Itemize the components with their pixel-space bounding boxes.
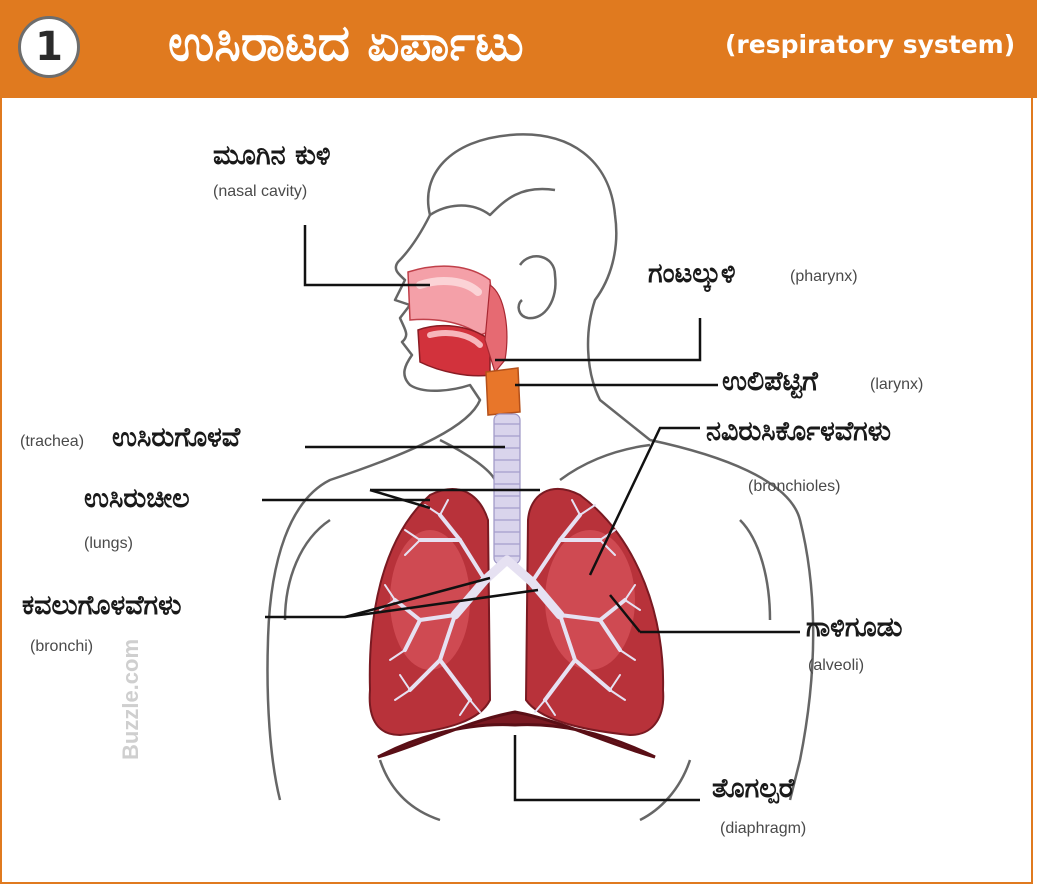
label-lungs-en: (lungs) xyxy=(84,535,133,553)
label-bronchioles-kn: ನವಿರುಸಿರ್ಕೊಳವೆಗಳು xyxy=(706,416,891,448)
label-trachea-kn: ಉಸಿರುಗೊಳವೆ xyxy=(112,422,240,454)
watermark: Buzzle.com xyxy=(118,639,144,760)
label-pharynx-en: (pharynx) xyxy=(790,268,858,286)
label-bronchi-en: (bronchi) xyxy=(30,638,93,656)
label-lungs-kn: ಉಸಿರುಚೀಲ xyxy=(84,483,190,515)
label-nasal-kn: ಮೂಗಿನ ಕುಳಿ xyxy=(213,140,331,172)
label-trachea-en: (trachea) xyxy=(20,433,84,451)
label-diaphragm-kn: ತೊಗಲ್ಪರೆ xyxy=(712,773,794,805)
label-diaphragm-en: (diaphragm) xyxy=(720,820,806,838)
label-bronchioles-en: (bronchioles) xyxy=(748,478,840,496)
larynx xyxy=(486,368,520,415)
label-alveoli-en: (alveoli) xyxy=(808,657,864,675)
label-alveoli-kn: ಗಾಳಿಗೂಡು xyxy=(806,612,902,644)
label-larynx-en: (larynx) xyxy=(870,376,923,394)
label-larynx-kn: ಉಲಿಪೆಟ್ಟಿಗೆ xyxy=(722,366,818,398)
label-bronchi-kn: ಕವಲುಗೊಳವೆಗಳು xyxy=(22,590,181,622)
label-pharynx-kn: ಗಂಟಲ್ಕುಳಿ xyxy=(648,258,736,290)
label-nasal-en: (nasal cavity) xyxy=(213,183,307,201)
nasal-cavity xyxy=(408,266,495,376)
